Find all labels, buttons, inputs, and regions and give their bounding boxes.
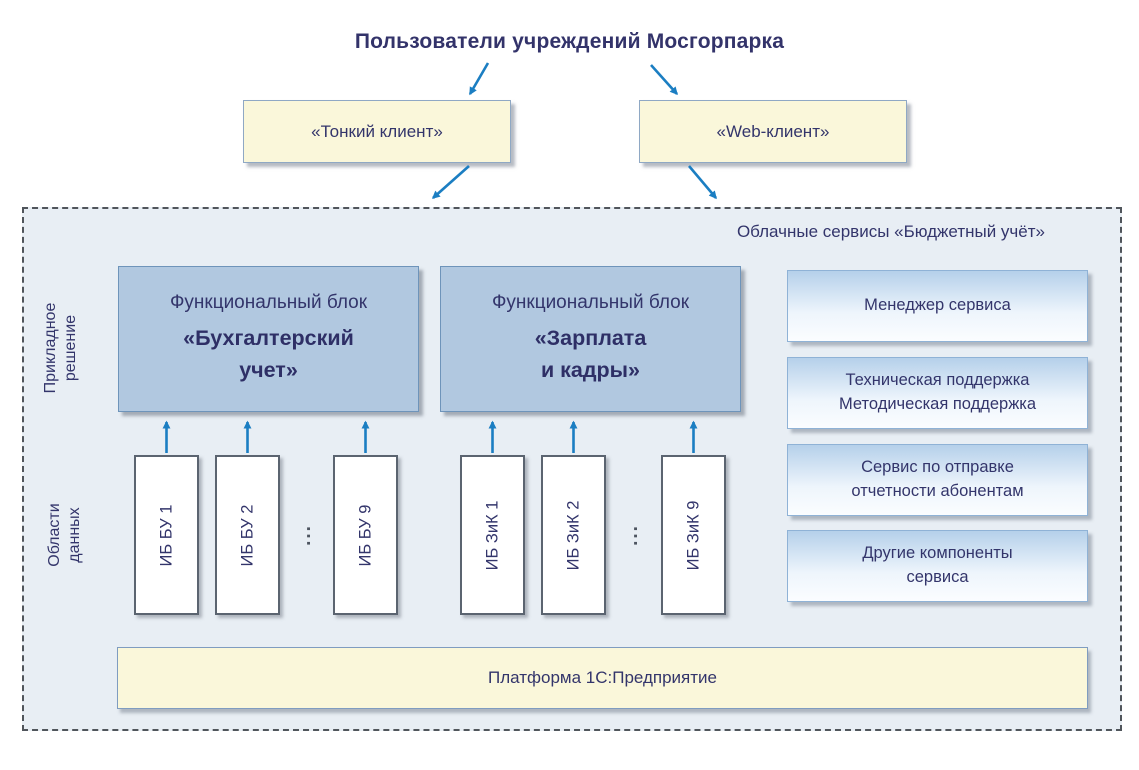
db-box-bu-9-label: ИБ БУ 9 bbox=[356, 504, 374, 566]
platform-label: Платформа 1С:Предприятие bbox=[488, 668, 717, 687]
service-box-support: Техническая поддержка Методическая подде… bbox=[787, 357, 1088, 429]
db-box-zik-1-label: ИБ ЗиК 1 bbox=[483, 500, 502, 570]
web-client-label: «Web-клиент» bbox=[716, 121, 830, 141]
db-box-zik-2-label: ИБ ЗиК 2 bbox=[564, 500, 583, 570]
arrow-thin-client-to-cloud bbox=[431, 165, 470, 199]
functional-block-accounting-subtitle: Функциональный блок bbox=[169, 291, 368, 313]
arrow-title-to-web-client bbox=[650, 64, 678, 96]
arrow-web-client-to-cloud bbox=[688, 165, 717, 200]
thin-client-label: «Тонкий клиент» bbox=[311, 121, 443, 141]
ellipsis-accounting: ... bbox=[294, 524, 315, 546]
functional-block-payroll: Функциональный блок «Зарплата и кадры» bbox=[440, 266, 741, 412]
functional-block-payroll-name: «Зарплата и кадры» bbox=[534, 325, 647, 382]
functional-block-accounting-name: «Бухгалтерский учет» bbox=[183, 325, 354, 382]
ellipsis-payroll: ... bbox=[621, 524, 642, 546]
thin-client-box: «Тонкий клиент» bbox=[243, 100, 511, 163]
db-box-zik-1: ИБ ЗиК 1 bbox=[460, 455, 525, 615]
cloud-services-label: Облачные сервисы «Бюджетный учёт» bbox=[736, 222, 1045, 241]
service-box-manager: Менеджер сервиса bbox=[787, 270, 1088, 342]
db-box-bu-1: ИБ БУ 1 bbox=[134, 455, 199, 615]
side-label-data-areas: Области данных bbox=[46, 503, 83, 567]
db-box-bu-2-label: ИБ БУ 2 bbox=[238, 504, 256, 566]
functional-block-accounting: Функциональный блок «Бухгалтерский учет» bbox=[118, 266, 419, 412]
db-box-zik-2: ИБ ЗиК 2 bbox=[541, 455, 606, 615]
service-box-reporting: Сервис по отправке отчетности абонентам bbox=[787, 444, 1088, 516]
db-box-bu-1-label: ИБ БУ 1 bbox=[157, 504, 175, 566]
web-client-box: «Web-клиент» bbox=[639, 100, 907, 163]
db-box-bu-2: ИБ БУ 2 bbox=[215, 455, 280, 615]
arrow-title-to-thin-client bbox=[468, 62, 490, 96]
db-box-bu-9: ИБ БУ 9 bbox=[333, 455, 398, 615]
db-box-zik-9-label: ИБ ЗиК 9 bbox=[684, 500, 703, 570]
db-box-zik-9: ИБ ЗиК 9 bbox=[661, 455, 726, 615]
service-box-other-components: Другие компоненты сервиса bbox=[787, 530, 1088, 602]
page-title: Пользователи учреждений Мосгорпарка bbox=[354, 30, 785, 53]
platform-box: Платформа 1С:Предприятие bbox=[117, 647, 1088, 709]
side-label-app-solution: Прикладное решение bbox=[42, 302, 79, 394]
functional-block-payroll-subtitle: Функциональный блок bbox=[491, 291, 690, 313]
